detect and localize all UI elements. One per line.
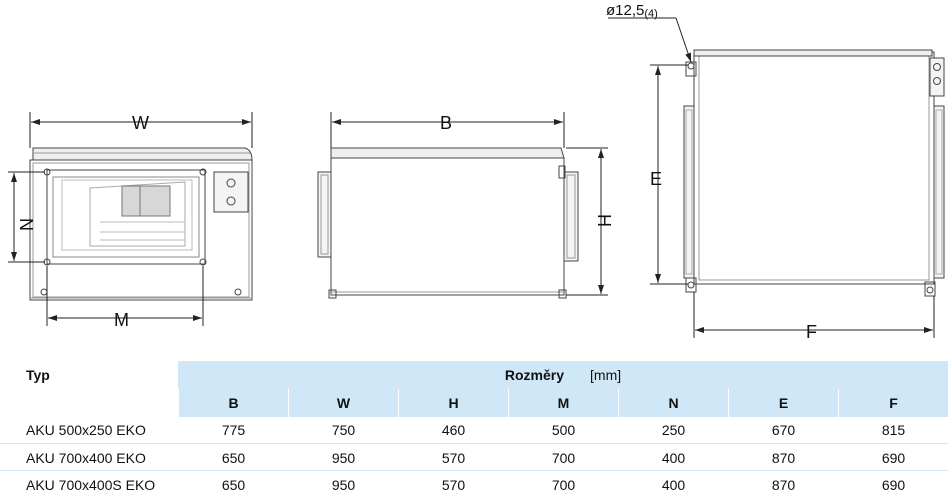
type-cell: AKU 700x400 EKO [26,449,146,466]
value-cell: 570 [398,471,508,498]
hole-diameter-value: ø12,5 [606,2,644,19]
dim-label-f: F [806,322,817,342]
hole-count: (4) [644,8,657,20]
value-cell: 500 [508,417,618,443]
dimensions-table: Typ Rozměry [mm] B W H M N E F AKU 500x2… [0,361,948,498]
type-column-spacer [0,389,178,417]
technical-drawing: W N M B H [8,2,945,342]
column-header: W [288,389,398,417]
dim-label-h: H [594,214,614,227]
value-cell: 690 [838,444,948,471]
value-cell: 870 [728,444,838,471]
table-header-row: Typ Rozměry [mm] [0,361,948,389]
dim-label-b: B [440,113,452,133]
dim-label-e: E [650,169,662,189]
side-view-dimensions [330,112,608,296]
dim-label-n: N [16,218,36,231]
value-cell: 460 [398,417,508,443]
value-cell: 400 [618,444,728,471]
value-cell: 700 [508,471,618,498]
value-cell: 250 [618,417,728,443]
value-cell: 750 [288,417,398,443]
unit-label: [mm] [590,367,622,383]
top-view [683,49,945,297]
table-row: AKU 700x400 EKO 650 950 570 700 400 870 … [0,443,948,471]
value-cell: 650 [178,444,288,471]
column-header: N [618,389,728,417]
value-cell: 690 [838,471,948,498]
value-cell: 815 [838,417,948,443]
value-cell: 570 [398,444,508,471]
table-row: AKU 700x400S EKO 650 950 570 700 400 870… [0,470,948,498]
front-view [29,147,253,301]
group-header-label: Rozměry [504,367,565,383]
top-view-dimensions [608,17,935,338]
dim-label-m: M [114,310,129,330]
value-cell: 950 [288,444,398,471]
value-cell: 670 [728,417,838,443]
type-cell: AKU 500x250 EKO [26,422,146,438]
column-header: F [838,389,948,417]
column-header: E [728,389,838,417]
value-cell: 950 [288,471,398,498]
hole-diameter-label: ø12,5(4) [606,2,658,20]
side-view [317,147,579,299]
value-cell: 650 [178,471,288,498]
dimensions-group-header: Rozměry [mm] [178,361,948,389]
front-view-dimensions [8,112,253,326]
table-subheader-row: B W H M N E F [0,389,948,417]
column-header: H [398,389,508,417]
column-header: B [178,389,288,417]
table-row: AKU 500x250 EKO 775 750 460 500 250 670 … [0,417,948,443]
value-cell: 700 [508,444,618,471]
value-cell: 870 [728,471,838,498]
type-cell: AKU 700x400S EKO [26,476,156,493]
value-cell: 400 [618,471,728,498]
value-cell: 775 [178,417,288,443]
type-column-header: Typ [26,367,50,383]
dim-label-w: W [132,113,149,133]
column-header: M [508,389,618,417]
